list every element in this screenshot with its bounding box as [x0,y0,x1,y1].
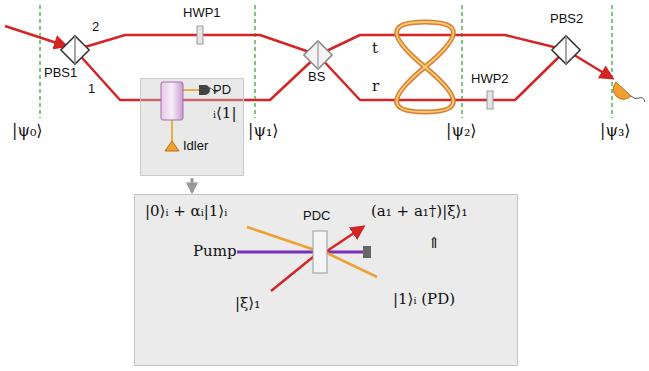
cube [304,41,332,69]
beam-path-r [318,50,566,100]
detection-box: PD ᵢ⟨1| Idler [140,78,244,176]
state-label: |ψ₃⟩ [600,122,631,140]
component-label: 2 [92,20,99,35]
cube [61,36,89,64]
component-label: PBS2 [550,12,583,27]
node-text: PDC [303,209,330,224]
fiber-core [397,22,454,112]
idler-input [247,227,318,251]
photodetector [199,85,210,95]
node-text: |1⟩ᵢ (PD) [393,291,455,308]
state-label: |ψ₀⟩ [12,122,43,140]
signal-output [327,227,363,251]
node-text: |ξ⟩₁ [235,295,260,312]
component-label: r [372,78,379,95]
inset-box: |0⟩ᵢ + αᵢ|1⟩ᵢPump |ξ⟩₁ PDC (a₁ + a₁†)|ξ⟩₁ ⇑ |… [134,194,518,366]
component-label: 1 [88,82,95,97]
state-label: |ψ₂⟩ [446,122,477,140]
detector [613,82,631,99]
beams [5,26,612,100]
idler-wire [183,89,199,91]
fiber-loop [397,22,454,112]
input-beam [5,26,66,46]
node-text: |0⟩ᵢ + αᵢ|1⟩ᵢ [145,203,227,220]
plane-line [39,5,40,118]
cube-diagonal [317,41,319,69]
state-label: |ψ₁⟩ [248,122,279,140]
component-label: HWP1 [183,6,221,21]
signal-input [271,253,318,291]
beam-dump [363,246,371,258]
component-label: BS [308,70,325,85]
detector-wire [631,96,645,102]
pbs1-cube [61,36,89,64]
node-text: ⇑ [428,235,441,252]
pdc-crystal [161,82,183,120]
idler-source [165,141,179,151]
cube [552,36,580,64]
component-label: HWP2 [471,72,509,87]
node-text: Idler [183,139,208,154]
pump-beam [237,251,363,254]
node-text: (a₁ + a₁†)|ξ⟩₁ [371,203,467,220]
pdc-crystal [313,231,327,273]
half-wave-plate [197,26,203,44]
idler-wire [171,119,173,141]
bs-cube [304,41,332,69]
cube-diagonal [565,36,567,64]
state-planes [40,5,612,118]
half-wave-plate [487,91,493,109]
node-text: PD [213,83,231,98]
flow-arrow [191,178,194,192]
idler-output [327,253,377,277]
pbs2-cube [552,36,580,64]
node-text: ᵢ⟨1| [213,105,236,122]
plane-line [611,5,612,118]
component-label: PBS1 [44,66,77,81]
component-label: t [372,40,378,57]
cube-diagonal [74,36,76,64]
node-text: Pump [193,243,237,260]
